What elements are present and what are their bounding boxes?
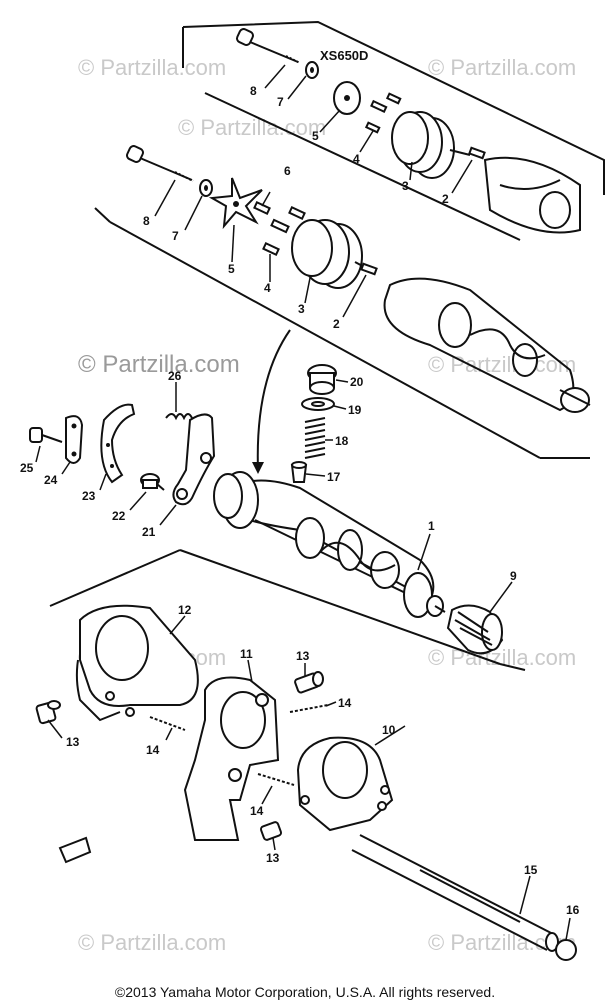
callout-2: 2	[333, 317, 340, 331]
callout-6: 6	[284, 164, 291, 178]
washer-7-top	[305, 61, 319, 79]
callout-7: 7	[172, 229, 179, 243]
callout-4: 4	[264, 281, 271, 295]
callout-9: 9	[510, 569, 517, 583]
callout-7-top: 7	[277, 95, 284, 109]
watermark-1: © Partzilla.com	[78, 55, 226, 80]
shift-fork-11	[183, 676, 280, 841]
bolt-8-top	[236, 28, 301, 64]
washer-7	[199, 179, 213, 197]
watermark-4: © Partzilla.com	[78, 351, 240, 378]
shift-fork-12	[75, 604, 199, 722]
callout-8: 8	[143, 214, 150, 228]
callout-13-middle: 13	[296, 649, 310, 663]
callout-12: 12	[178, 603, 192, 617]
xs650d-box-bottom	[204, 92, 521, 241]
callout-25: 25	[20, 461, 34, 475]
copyright-notice: ©2013 Yamaha Motor Corporation, U.S.A. A…	[114, 984, 496, 1000]
callout-5: 5	[228, 262, 235, 276]
callout-19: 19	[348, 403, 362, 417]
xs650d-box-top	[182, 20, 605, 195]
screw-22	[140, 473, 165, 491]
detent-assembly	[290, 364, 337, 483]
callout-26: 26	[168, 369, 182, 383]
callout-14-left: 14	[146, 743, 160, 757]
bearing-9	[446, 604, 504, 655]
callout-4-top: 4	[353, 152, 360, 166]
callout-8-top: 8	[250, 84, 257, 98]
segment-3-top	[391, 111, 471, 179]
bolt-8	[126, 145, 194, 182]
clip-16	[555, 939, 577, 961]
pin-13-left	[35, 700, 61, 725]
faded-drum	[383, 277, 591, 413]
spring-14-top	[289, 704, 329, 713]
xs650d-group: XS650D	[182, 20, 605, 241]
leader-lines	[35, 64, 571, 941]
group2-box-left	[94, 207, 111, 223]
lever-21	[172, 413, 216, 506]
callout-1: 1	[428, 519, 435, 533]
callout-5-top: 5	[312, 129, 319, 143]
shift-drum-1	[213, 471, 446, 618]
plate-5-top	[333, 81, 361, 115]
stopper-assembly	[29, 403, 216, 506]
callout-11: 11	[240, 647, 253, 661]
callout-3-top: 3	[402, 179, 409, 193]
callouts: 8 7 5 4 3 2 6 8 7 5 4 3 2 26 20 19 18 17…	[20, 84, 580, 917]
stopper-arc-23	[100, 403, 136, 484]
callout-17: 17	[327, 470, 341, 484]
callout-13-bottom: 13	[266, 851, 280, 865]
callout-15: 15	[524, 863, 538, 877]
shaft-15	[351, 834, 559, 952]
group2-box-bottom	[109, 221, 541, 459]
pin-13-bottom	[259, 821, 283, 841]
watermark-7: © Partzilla.com	[428, 645, 576, 670]
shaft-end-2	[360, 262, 378, 276]
callout-21: 21	[142, 525, 156, 539]
callout-18: 18	[335, 434, 349, 448]
assembly-arrow-head	[252, 462, 264, 474]
main-drum-group	[94, 145, 591, 459]
segment-3	[291, 219, 371, 289]
pin-13-middle	[294, 671, 324, 694]
bolt-25	[29, 427, 63, 443]
spring-14-bottom	[257, 773, 295, 786]
pins-top	[364, 92, 402, 134]
assembly-arrow	[256, 329, 291, 471]
front-marker-icon	[58, 836, 92, 864]
callout-2-top: 2	[442, 192, 449, 206]
callout-3: 3	[298, 302, 305, 316]
pins	[253, 200, 306, 257]
watermark-8: © Partzilla.com	[78, 930, 226, 955]
shift-fork-10	[296, 736, 394, 832]
plate-24	[65, 415, 84, 464]
spring-14-left	[149, 716, 186, 731]
callout-23: 23	[82, 489, 96, 503]
spring-26	[165, 413, 193, 421]
callout-24: 24	[44, 473, 58, 487]
shaft-end-top	[468, 146, 581, 234]
watermarks: © Partzilla.com © Partzilla.com © Partzi…	[78, 55, 576, 955]
callout-16: 16	[566, 903, 580, 917]
callout-10: 10	[382, 723, 396, 737]
callout-20: 20	[350, 375, 364, 389]
callout-14-bottom: 14	[250, 804, 264, 818]
star-plate-5	[208, 177, 263, 230]
callout-14-top: 14	[338, 696, 352, 710]
watermark-2: © Partzilla.com	[428, 55, 576, 80]
model-label: XS650D	[320, 48, 368, 63]
watermark-3: © Partzilla.com	[178, 115, 326, 140]
callout-22: 22	[112, 509, 126, 523]
callout-13-left: 13	[66, 735, 80, 749]
fork-group-box	[49, 549, 526, 671]
